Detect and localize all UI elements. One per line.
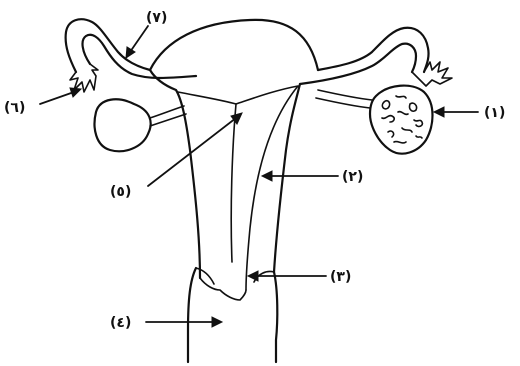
right-fimbriae — [412, 62, 452, 86]
uterine-cavity-right — [236, 86, 298, 290]
arrow-3-head — [248, 271, 258, 281]
left-fallopian-tube-inner — [83, 35, 196, 78]
label-2: (٢) — [342, 169, 363, 185]
uterine-cavity-left — [178, 92, 236, 262]
arrow-6-line — [40, 92, 74, 104]
arrow-7-head — [126, 47, 135, 58]
right-ovarian-ligament — [318, 90, 372, 100]
label-3: (٣) — [330, 269, 351, 285]
arrow-7-line — [130, 26, 148, 52]
arrow-5-head — [231, 113, 242, 124]
uterus-left-wall — [150, 70, 200, 278]
uterus-fundus — [150, 20, 318, 70]
cervix-left-lip — [196, 268, 214, 284]
left-fallopian-tube-outer — [66, 19, 150, 72]
right-ovary-follicles — [382, 96, 422, 143]
arrow-4-head — [212, 317, 222, 327]
label-4: (٤) — [110, 315, 131, 331]
vagina-right-wall — [274, 272, 277, 362]
label-7: (٧) — [146, 10, 167, 26]
arrow-1-head — [434, 107, 444, 117]
cervical-canal — [200, 278, 246, 300]
right-ovarian-ligament-lower — [316, 98, 370, 108]
vagina-left-wall — [188, 268, 196, 362]
left-ovary — [95, 99, 151, 151]
label-1: (١) — [484, 105, 505, 121]
label-6: (٦) — [4, 100, 25, 116]
label-5: (٥) — [110, 184, 131, 200]
uterus-right-wall — [274, 84, 300, 272]
arrow-6-head — [70, 88, 81, 97]
arrow-2-head — [262, 171, 272, 181]
